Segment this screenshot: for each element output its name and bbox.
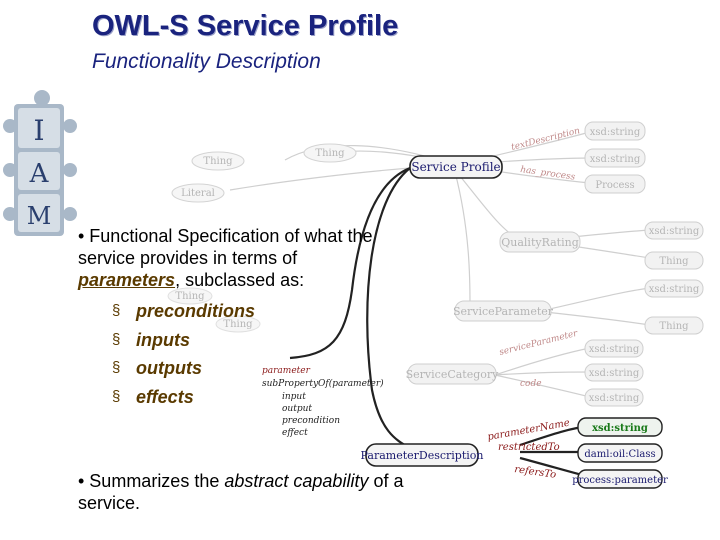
subclass-list: § preconditions § inputs § outputs § effects (78, 297, 388, 411)
iam-logo: I A M (3, 90, 77, 236)
edge-restricted-to: restrictedTo (498, 442, 560, 453)
slide-subtitle: Functionality Description (92, 50, 321, 73)
node-quality-rating: QualityRating (501, 236, 579, 249)
slide-title: OWL-S Service Profile (92, 10, 399, 42)
list-item: § inputs (78, 326, 388, 355)
edge-parameter-name: parameterName (487, 418, 571, 443)
item-preconditions: preconditions (136, 301, 256, 321)
param-note-precondition: precondition (282, 416, 340, 426)
item-inputs: inputs (136, 329, 190, 350)
logo-letter-i: I (33, 114, 44, 147)
node-process: Process (595, 180, 634, 191)
node-service-parameter: ServiceParameter (453, 305, 554, 318)
edge-code: code (520, 379, 542, 389)
node-service-category: ServiceCategory (406, 368, 500, 381)
list-item: § outputs (78, 354, 388, 383)
bullet1-prefix: • Functional Specification of what the s… (78, 226, 373, 268)
bullet1-param-word: parameters (78, 270, 176, 290)
bullet-marker: § (112, 330, 121, 348)
node-thing-d: Thing (223, 319, 253, 330)
bullet-marker: § (112, 387, 121, 405)
node-xsd-6: xsd:string (589, 368, 640, 379)
node-thing-a: Thing (203, 156, 233, 167)
bullet-marker: § (112, 302, 121, 319)
node-xsd-highlight: xsd:string (592, 423, 648, 434)
logo-letter-a: A (29, 159, 50, 189)
param-note-input: input (282, 392, 306, 402)
bullet1-suffix: , subclassed as: (175, 270, 305, 290)
bullet2-suffix: of a service. (78, 471, 404, 513)
node-xsd-2: xsd:string (590, 154, 641, 165)
list-item: § preconditions (78, 297, 388, 326)
node-xsd-1: xsd:string (590, 127, 641, 138)
node-literal: Literal (181, 188, 215, 199)
functional-spec-bullet: • Functional Specification of what the s… (78, 225, 388, 411)
node-service-profile: Service Profile (411, 160, 500, 174)
node-thing-c: Thing (175, 291, 205, 302)
summary-bullet: • Summarizes the abstract capability of … (78, 470, 408, 514)
logo-letter-m: M (27, 202, 52, 230)
param-note-title: parameter (262, 366, 311, 376)
node-thing-f: Thing (659, 321, 689, 332)
bullet2-emphasis: abstract capability (224, 471, 369, 491)
node-thing-e: Thing (659, 256, 689, 267)
item-outputs: outputs (136, 358, 202, 378)
list-item: § effects (78, 383, 388, 412)
node-xsd-3: xsd:string (649, 226, 700, 237)
node-xsd-7: xsd:string (589, 393, 640, 404)
node-xsd-5: xsd:string (589, 344, 640, 355)
node-thing-b: Thing (315, 148, 345, 159)
bullet1-text: • Functional Specification of what the s… (78, 225, 388, 291)
item-effects: effects (136, 386, 194, 407)
param-note-subprop: subPropertyOf(parameter) (262, 378, 384, 389)
node-daml-class: daml:oil:Class (584, 449, 655, 460)
param-note-effect: effect (282, 428, 308, 438)
bullet-marker: § (112, 359, 121, 376)
edge-has-process: has_process (520, 165, 577, 183)
edge-text-description: textDescription (510, 126, 581, 153)
node-process-parameter: process:parameter (572, 475, 668, 486)
node-parameter-description: ParameterDescription (360, 449, 483, 462)
param-note-output: output (282, 404, 312, 414)
node-xsd-4: xsd:string (649, 284, 700, 295)
bullet2-prefix: • Summarizes the (78, 471, 220, 491)
